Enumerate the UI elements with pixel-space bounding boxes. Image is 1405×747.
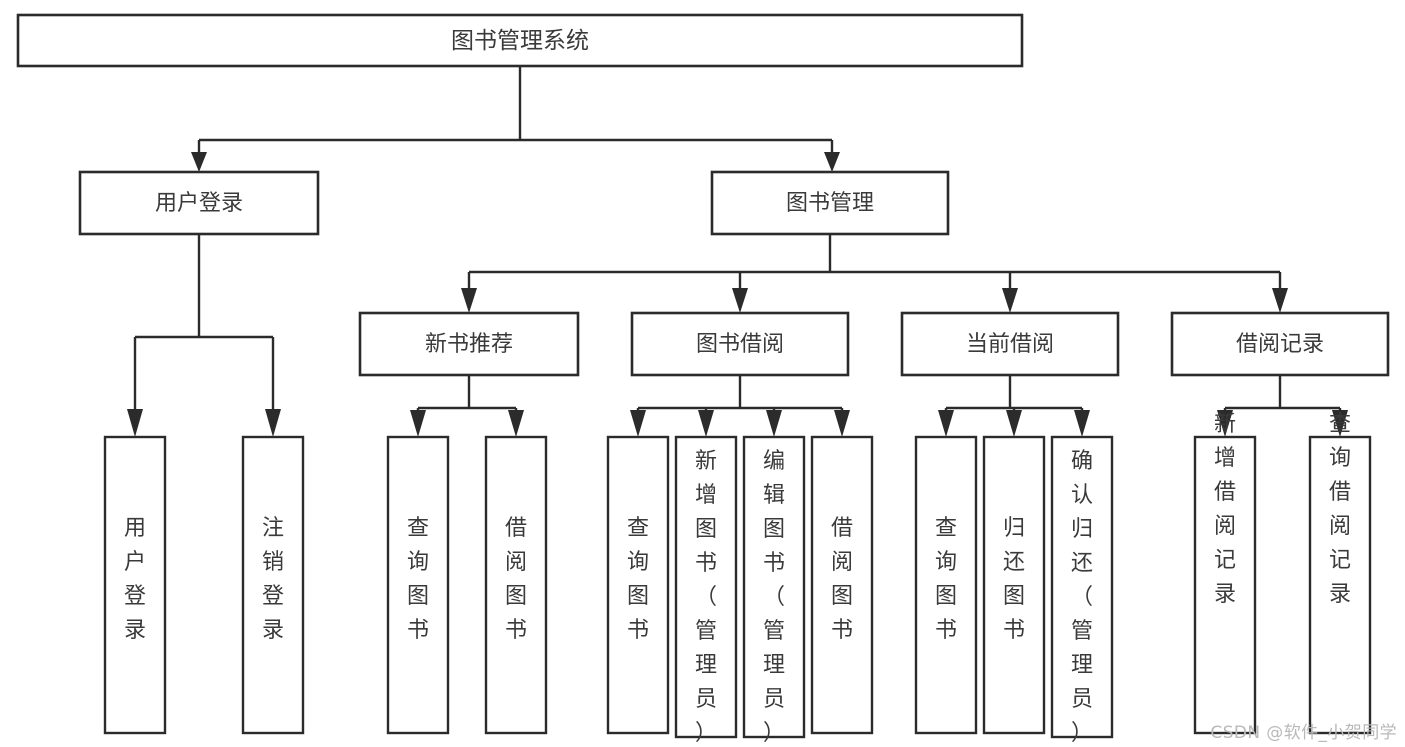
- leaf-return-book-label: 归还图书: [1003, 515, 1025, 642]
- node-user-login[interactable]: 用户登录: [78, 170, 320, 236]
- book-management-label: 图书管理: [786, 190, 874, 215]
- new-book-recommend-box[interactable]: [358, 311, 580, 377]
- arrow-to-new-books: [461, 288, 477, 313]
- book-borrow-box[interactable]: [630, 311, 850, 377]
- arrow-to-add-record: [1217, 410, 1233, 437]
- node-current-borrow[interactable]: 当前借阅: [900, 311, 1120, 377]
- node-leaf-logout[interactable]: 注销登录: [241, 435, 305, 735]
- current-borrow-box[interactable]: [900, 311, 1120, 377]
- node-leaf-query-book-c[interactable]: 查询图书: [914, 435, 978, 735]
- leaf-add-record-box[interactable]: [1193, 435, 1257, 735]
- arrow-to-borrow-book-b: [834, 410, 850, 437]
- leaf-query-book-a-box[interactable]: [386, 435, 450, 735]
- new-book-recommend-label: 新书推荐: [425, 331, 513, 356]
- leaf-logout-box[interactable]: [241, 435, 305, 735]
- leaf-logout-label: 注销登录: [262, 515, 284, 642]
- node-book-borrow[interactable]: 图书借阅: [630, 311, 850, 377]
- leaf-borrow-book-a-label: 借阅图书: [505, 515, 527, 642]
- leaf-edit-book-box[interactable]: [742, 435, 806, 739]
- node-leaf-borrow-book-a[interactable]: 借阅图书: [484, 435, 548, 735]
- node-leaf-edit-book[interactable]: 编辑图书（管理员）: [742, 435, 806, 745]
- leaf-confirm-return-box[interactable]: [1050, 435, 1114, 739]
- leaf-borrow-book-b-box[interactable]: [810, 435, 874, 735]
- leaf-add-book-label: 新增图书（管理员）: [695, 448, 717, 745]
- leaf-query-book-a-label: 查询图书: [407, 515, 429, 642]
- arrow-to-query-book-c: [938, 410, 954, 437]
- arrow-to-leaf-user-login: [127, 409, 143, 437]
- root-box[interactable]: [16, 13, 1024, 68]
- arrow-to-query-record: [1332, 410, 1348, 437]
- arrow-to-book-mgmt: [824, 152, 840, 172]
- book-borrow-label: 图书借阅: [696, 331, 784, 356]
- node-leaf-query-book-a[interactable]: 查询图书: [386, 435, 450, 735]
- leaf-query-book-c-label: 查询图书: [935, 515, 957, 642]
- arrow-to-add-book: [698, 410, 714, 437]
- arrow-to-confirm-return: [1074, 410, 1090, 437]
- arrow-to-current-borrow: [1002, 288, 1018, 313]
- node-leaf-query-record[interactable]: 查询借阅记录: [1308, 411, 1372, 735]
- arrow-to-edit-book: [766, 410, 782, 437]
- root-label: 图书管理系统: [451, 27, 589, 53]
- leaf-borrow-book-a-box[interactable]: [484, 435, 548, 735]
- user-login-box[interactable]: [78, 170, 320, 236]
- user-login-label: 用户登录: [155, 190, 243, 215]
- node-new-book-recommend[interactable]: 新书推荐: [358, 311, 580, 377]
- arrow-to-borrow-books: [732, 288, 748, 313]
- leaf-add-record-label: 新增借阅记录: [1214, 411, 1236, 606]
- borrow-records-box[interactable]: [1170, 311, 1390, 377]
- node-borrow-records[interactable]: 借阅记录: [1170, 311, 1390, 377]
- leaf-borrow-book-b-label: 借阅图书: [831, 515, 853, 642]
- arrow-to-user-login: [191, 152, 207, 172]
- node-leaf-query-book-b[interactable]: 查询图书: [606, 435, 670, 735]
- node-leaf-confirm-return[interactable]: 确认归还（管理员）: [1050, 435, 1114, 745]
- arrow-to-leaf-logout: [265, 409, 281, 437]
- leaf-add-book-box[interactable]: [674, 435, 738, 739]
- leaf-query-record-box[interactable]: [1308, 435, 1372, 735]
- node-book-management[interactable]: 图书管理: [710, 170, 950, 236]
- node-leaf-return-book[interactable]: 归还图书: [982, 435, 1046, 735]
- node-leaf-user-login[interactable]: 用户登录: [103, 435, 167, 735]
- leaf-edit-book-label: 编辑图书（管理员）: [763, 448, 785, 745]
- arrow-to-query-book-a: [410, 410, 426, 437]
- node-leaf-borrow-book-b[interactable]: 借阅图书: [810, 435, 874, 735]
- leaf-return-book-box[interactable]: [982, 435, 1046, 735]
- leaf-query-record-label: 查询借阅记录: [1329, 411, 1351, 606]
- borrow-records-label: 借阅记录: [1236, 331, 1324, 356]
- leaf-query-book-b-label: 查询图书: [627, 515, 649, 642]
- arrow-to-borrow-records: [1272, 288, 1288, 313]
- node-leaf-add-record[interactable]: 新增借阅记录: [1193, 411, 1257, 735]
- node-root[interactable]: 图书管理系统: [16, 13, 1024, 68]
- nodes-layer: 图书管理系统 用户登录 图书管理 新书推荐 图书借阅 当前: [16, 13, 1390, 745]
- arrow-to-return-book: [1006, 410, 1022, 437]
- book-management-box[interactable]: [710, 170, 950, 236]
- leaf-user-login-box[interactable]: [103, 435, 167, 735]
- edges-main: [0, 66, 1405, 437]
- current-borrow-label: 当前借阅: [966, 331, 1054, 356]
- leaf-confirm-return-label: 确认归还（管理员）: [1071, 448, 1093, 745]
- arrow-to-query-book-b: [630, 410, 646, 437]
- leaf-query-book-b-box[interactable]: [606, 435, 670, 735]
- leaf-query-book-c-box[interactable]: [914, 435, 978, 735]
- leaf-user-login-label: 用户登录: [124, 515, 146, 642]
- node-leaf-add-book[interactable]: 新增图书（管理员）: [674, 435, 738, 745]
- arrow-to-borrow-book-a: [508, 410, 524, 437]
